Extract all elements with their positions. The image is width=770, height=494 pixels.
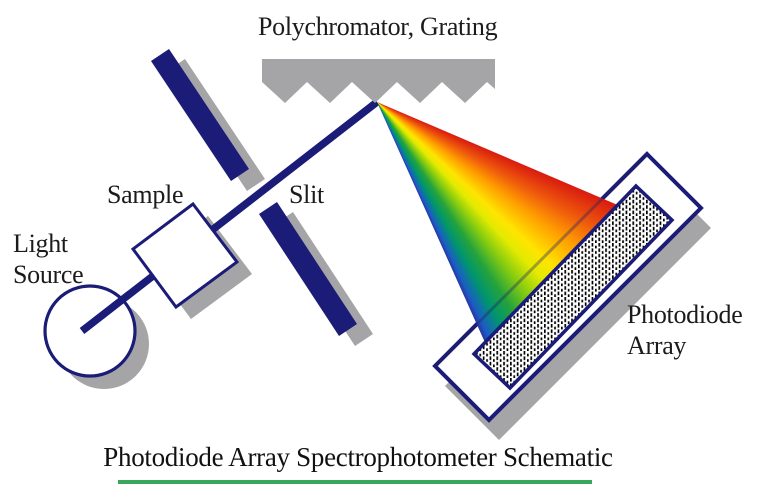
polychromator-grating-label: Polychromator, Grating — [258, 12, 498, 41]
sample-label: Sample — [107, 180, 184, 209]
light-source-label: Light Source — [13, 229, 84, 289]
plate-edge-through-fan — [433, 152, 649, 368]
light-beam — [79, 99, 380, 334]
photodiode-array-label: Photodiode Array — [627, 300, 743, 360]
slit-top-bar — [151, 49, 249, 181]
grating-shape — [262, 59, 495, 103]
sample-cell — [130, 201, 240, 310]
slit-bottom-bar — [259, 202, 357, 336]
title-underline — [118, 480, 592, 484]
photodiode-sensor-strip — [471, 183, 675, 391]
diagram-title: Photodiode Array Spectrophotometer Schem… — [103, 442, 613, 472]
slit-label: Slit — [289, 180, 324, 209]
